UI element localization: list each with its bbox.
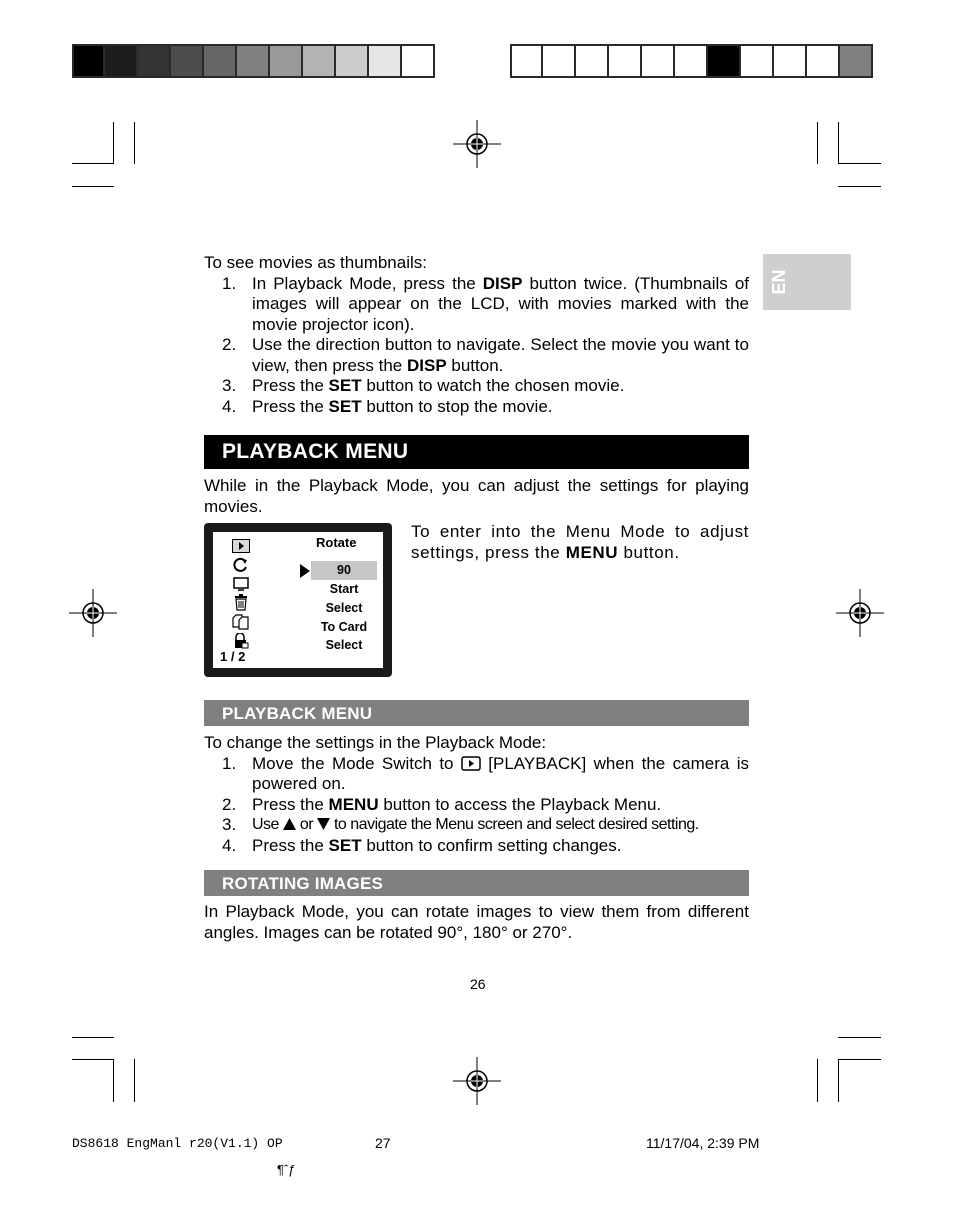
- selection-arrow-icon: [300, 564, 310, 578]
- lcd-option: Select: [325, 601, 363, 615]
- list-item: 1.In Playback Mode, press the DISP butto…: [222, 273, 749, 334]
- registration-mark-icon: [453, 120, 501, 168]
- list-item: 4.Press the SET button to stop the movie…: [222, 396, 553, 416]
- footer-file-name: DS8618 EngManl r20(V1.1) OP: [72, 1136, 283, 1151]
- section-title-playback-menu: PLAYBACK MENU: [204, 435, 749, 469]
- color-bar-right: [510, 44, 873, 78]
- section-intro-text: While in the Playback Mode, you can adju…: [204, 476, 749, 516]
- crop-mark: [838, 1037, 881, 1038]
- subsection-title-rotating-images: ROTATING IMAGES: [204, 870, 749, 896]
- crop-mark: [817, 1059, 818, 1102]
- color-swatch: [675, 44, 708, 78]
- color-swatch: [237, 44, 270, 78]
- lcd-menu-title: Rotate: [316, 535, 357, 550]
- color-swatch: [609, 44, 642, 78]
- copy-to-card-icon: [230, 612, 252, 631]
- color-swatch: [138, 44, 171, 78]
- color-swatch: [72, 44, 105, 78]
- lcd-option: 90: [311, 561, 377, 580]
- playback-mode-icon: [461, 755, 481, 771]
- color-swatch: [204, 44, 237, 78]
- intro-steps: 1.In Playback Mode, press the DISP butto…: [204, 274, 749, 418]
- crop-mark: [72, 1059, 114, 1060]
- intro-heading: To see movies as thumbnails:: [204, 253, 427, 272]
- footer-garbled-text: ¶ˆƒ: [277, 1162, 296, 1177]
- registration-mark-icon: [69, 589, 117, 637]
- list-item: 3.Press the SET button to watch the chos…: [222, 376, 625, 395]
- crop-mark: [134, 122, 135, 164]
- crop-mark: [838, 1059, 881, 1060]
- crop-mark: [72, 1037, 114, 1038]
- slideshow-icon: [230, 574, 252, 593]
- color-swatch: [510, 44, 543, 78]
- color-swatch: [369, 44, 402, 78]
- list-item: 1.Move the Mode Switch to [PLAYBACK] whe…: [222, 753, 749, 794]
- color-swatch: [303, 44, 336, 78]
- crop-mark: [113, 1059, 114, 1102]
- color-swatch: [741, 44, 774, 78]
- lcd-option: To Card: [320, 620, 368, 634]
- language-tab: EN: [763, 254, 851, 310]
- rotating-images-text: In Playback Mode, you can rotate images …: [204, 902, 749, 942]
- color-swatch: [105, 44, 138, 78]
- color-swatch: [543, 44, 576, 78]
- subsection-title-playback-menu: PLAYBACK MENU: [204, 700, 749, 726]
- lcd-page-indicator: 1 / 2: [220, 649, 246, 664]
- crop-mark: [838, 163, 881, 164]
- menu-mode-note: To enter into the Menu Mode to adjust se…: [411, 522, 749, 562]
- color-swatch: [642, 44, 675, 78]
- thumbnail-instructions: To see movies as thumbnails: 1.In Playba…: [204, 253, 749, 417]
- list-item: 2.Use the direction button to navigate. …: [222, 335, 749, 375]
- color-swatch: [576, 44, 609, 78]
- footer-timestamp: 11/17/04, 2:39 PM: [646, 1135, 760, 1151]
- crop-mark: [838, 1059, 839, 1102]
- up-arrow-icon: [282, 818, 296, 830]
- registration-mark-icon: [836, 589, 884, 637]
- color-swatch: [402, 44, 435, 78]
- color-swatch: [270, 44, 303, 78]
- color-swatch: [171, 44, 204, 78]
- delete-icon: [230, 593, 252, 612]
- color-swatch: [336, 44, 369, 78]
- crop-mark: [72, 186, 114, 187]
- language-tab-label: EN: [768, 269, 789, 295]
- playback-menu-instructions: To change the settings in the Playback M…: [204, 733, 749, 856]
- crop-mark: [838, 122, 839, 164]
- crop-mark: [113, 122, 114, 164]
- color-swatch: [840, 44, 873, 78]
- color-bar-left: [72, 44, 435, 78]
- crop-mark: [838, 186, 881, 187]
- page-number: 26: [470, 976, 486, 992]
- list-item: 4.Press the SET button to confirm settin…: [222, 835, 622, 855]
- registration-mark-icon: [453, 1057, 501, 1105]
- protect-icon: [230, 631, 252, 650]
- crop-mark: [817, 122, 818, 164]
- lcd-menu-screen: Rotate 90 Start Select To Card Select 1 …: [204, 523, 392, 677]
- color-swatch: [708, 44, 741, 78]
- footer-sheet-number: 27: [375, 1135, 391, 1151]
- lcd-option: Select: [325, 638, 363, 652]
- down-arrow-icon: [317, 818, 331, 830]
- list-item: 2.Press the MENU button to access the Pl…: [222, 794, 662, 814]
- lcd-icon-column: [230, 536, 252, 650]
- playback-heading: To change the settings in the Playback M…: [204, 733, 547, 752]
- lcd-option: Start: [329, 582, 359, 596]
- color-swatch: [807, 44, 840, 78]
- crop-mark: [134, 1059, 135, 1102]
- color-swatch: [774, 44, 807, 78]
- list-item: 3.Use or to navigate the Menu screen and…: [222, 815, 699, 834]
- rotate-icon: [230, 555, 252, 574]
- playback-mode-icon: [230, 536, 252, 555]
- crop-mark: [72, 163, 114, 164]
